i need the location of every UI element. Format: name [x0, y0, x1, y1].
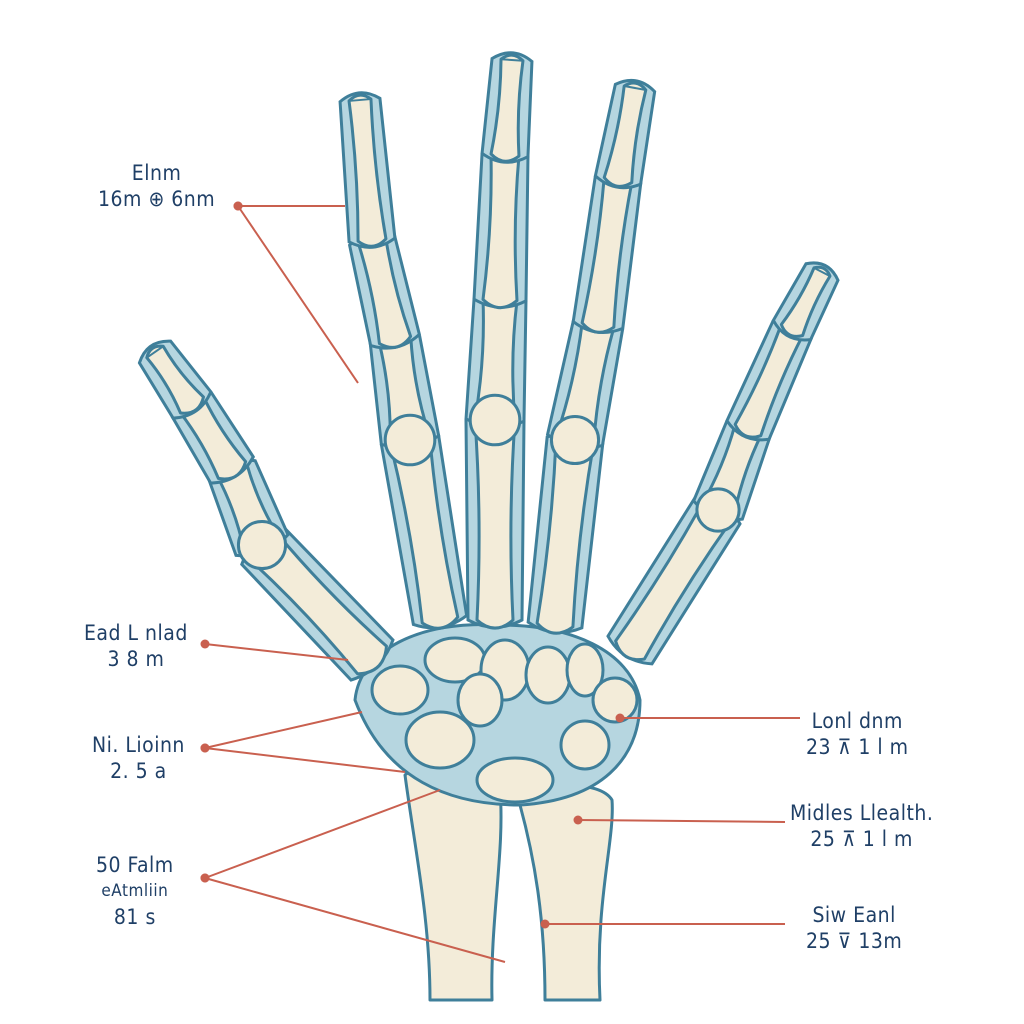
- carpal-triquetrum: [559, 719, 611, 771]
- thumb-distal-phalanx: [145, 344, 205, 415]
- middle-knuckle: [468, 393, 522, 447]
- carpal-hook: [565, 642, 605, 698]
- label-bottom-left-line2: eAtmliin: [101, 881, 169, 901]
- ring-distal-phalanx: [602, 81, 648, 188]
- leader-left-2a: [204, 711, 363, 749]
- index-distal-phalanx-joint: [348, 98, 372, 102]
- label-right-2-line1: Midles Llealth.: [790, 801, 934, 825]
- leader-top-left-2-dot: [233, 201, 243, 211]
- leader-bottom-left-b: [204, 877, 506, 963]
- label-top-left: Elnm 16m ⊕ 6nm: [98, 160, 215, 212]
- index-distal-phalanx: [347, 93, 388, 248]
- label-top-left-line2: 16m ⊕ 6nm: [98, 187, 216, 211]
- carpal-trapezium: [370, 664, 430, 716]
- label-mid-left: Ead L nlad 3 8 m: [84, 620, 188, 672]
- index-knuckle: [383, 413, 437, 467]
- leader-mid-left: [204, 643, 349, 661]
- leader-left-2b-dot: [200, 743, 210, 753]
- label-right-3-line2: 25 ⊽ 13m: [806, 929, 903, 953]
- leader-bottom-left-a: [204, 789, 441, 879]
- carpal-lunate: [475, 756, 555, 804]
- thumb-distal-phalanx-joint: [146, 345, 164, 359]
- label-bottom-left-line1: 50 Falm: [96, 853, 174, 877]
- little-distal-phalanx: [779, 265, 832, 338]
- ulna-bone: [518, 784, 614, 1002]
- label-mid-left-line2: 3 8 m: [107, 647, 165, 671]
- middle-distal-phalanx-joint: [500, 58, 524, 62]
- leader-mid-left-dot: [200, 639, 210, 649]
- ring-knuckle: [549, 414, 601, 466]
- ring-distal-phalanx-joint: [624, 85, 646, 91]
- label-right-1-line1: Lonl dnm: [811, 709, 903, 733]
- leader-bottom-left-b-dot: [200, 873, 210, 883]
- index-finger: [338, 91, 469, 630]
- leader-top-left-2: [237, 205, 359, 384]
- carpal-center: [456, 672, 504, 728]
- label-right-3-line1: Siw Eanl: [812, 903, 896, 927]
- leader-lines: [200, 201, 800, 963]
- leader-right-2-dot: [573, 815, 583, 825]
- label-right-1: Lonl dnm 23 ⊼ 1 l m: [806, 708, 909, 760]
- carpal-pisiform: [591, 676, 639, 724]
- carpal-hamate: [524, 645, 572, 705]
- label-mid-left-line1: Ead L nlad: [84, 621, 188, 645]
- label-right-1-line2: 23 ⊼ 1 l m: [806, 735, 909, 759]
- finger-bones: [137, 51, 840, 682]
- label-left-2-line2: 2. 5 a: [110, 759, 167, 783]
- leader-left-2b: [204, 747, 406, 773]
- middle-finger: [464, 51, 534, 630]
- carpal-scaphoid: [404, 710, 476, 770]
- leader-right-2: [577, 819, 786, 823]
- little-finger: [606, 261, 840, 666]
- little-knuckle: [695, 487, 741, 533]
- leader-right-1-dot: [615, 713, 625, 723]
- label-right-2: Midles Llealth. 25 ⊼ 1 l m: [790, 800, 933, 852]
- label-left-2: Ni. Lioinn 2. 5 a: [92, 732, 185, 784]
- thumb-knuckle: [236, 519, 288, 571]
- label-top-left-line1: Elnm: [131, 161, 182, 185]
- label-bottom-left-line3: 81 s: [113, 905, 156, 929]
- label-right-2-line2: 25 ⊼ 1 l m: [810, 827, 913, 851]
- little-distal-phalanx-joint: [813, 266, 831, 278]
- thumb-finger: [137, 339, 395, 682]
- label-left-2-line1: Ni. Lioinn: [92, 733, 185, 757]
- label-right-3: Siw Eanl 25 ⊽ 13m: [806, 902, 902, 954]
- carpal-bones: [353, 622, 642, 807]
- ring-finger: [526, 78, 657, 635]
- leader-right-3-dot: [540, 919, 550, 929]
- label-bottom-left: 50 Falm eAtmliin 81 s: [96, 852, 174, 930]
